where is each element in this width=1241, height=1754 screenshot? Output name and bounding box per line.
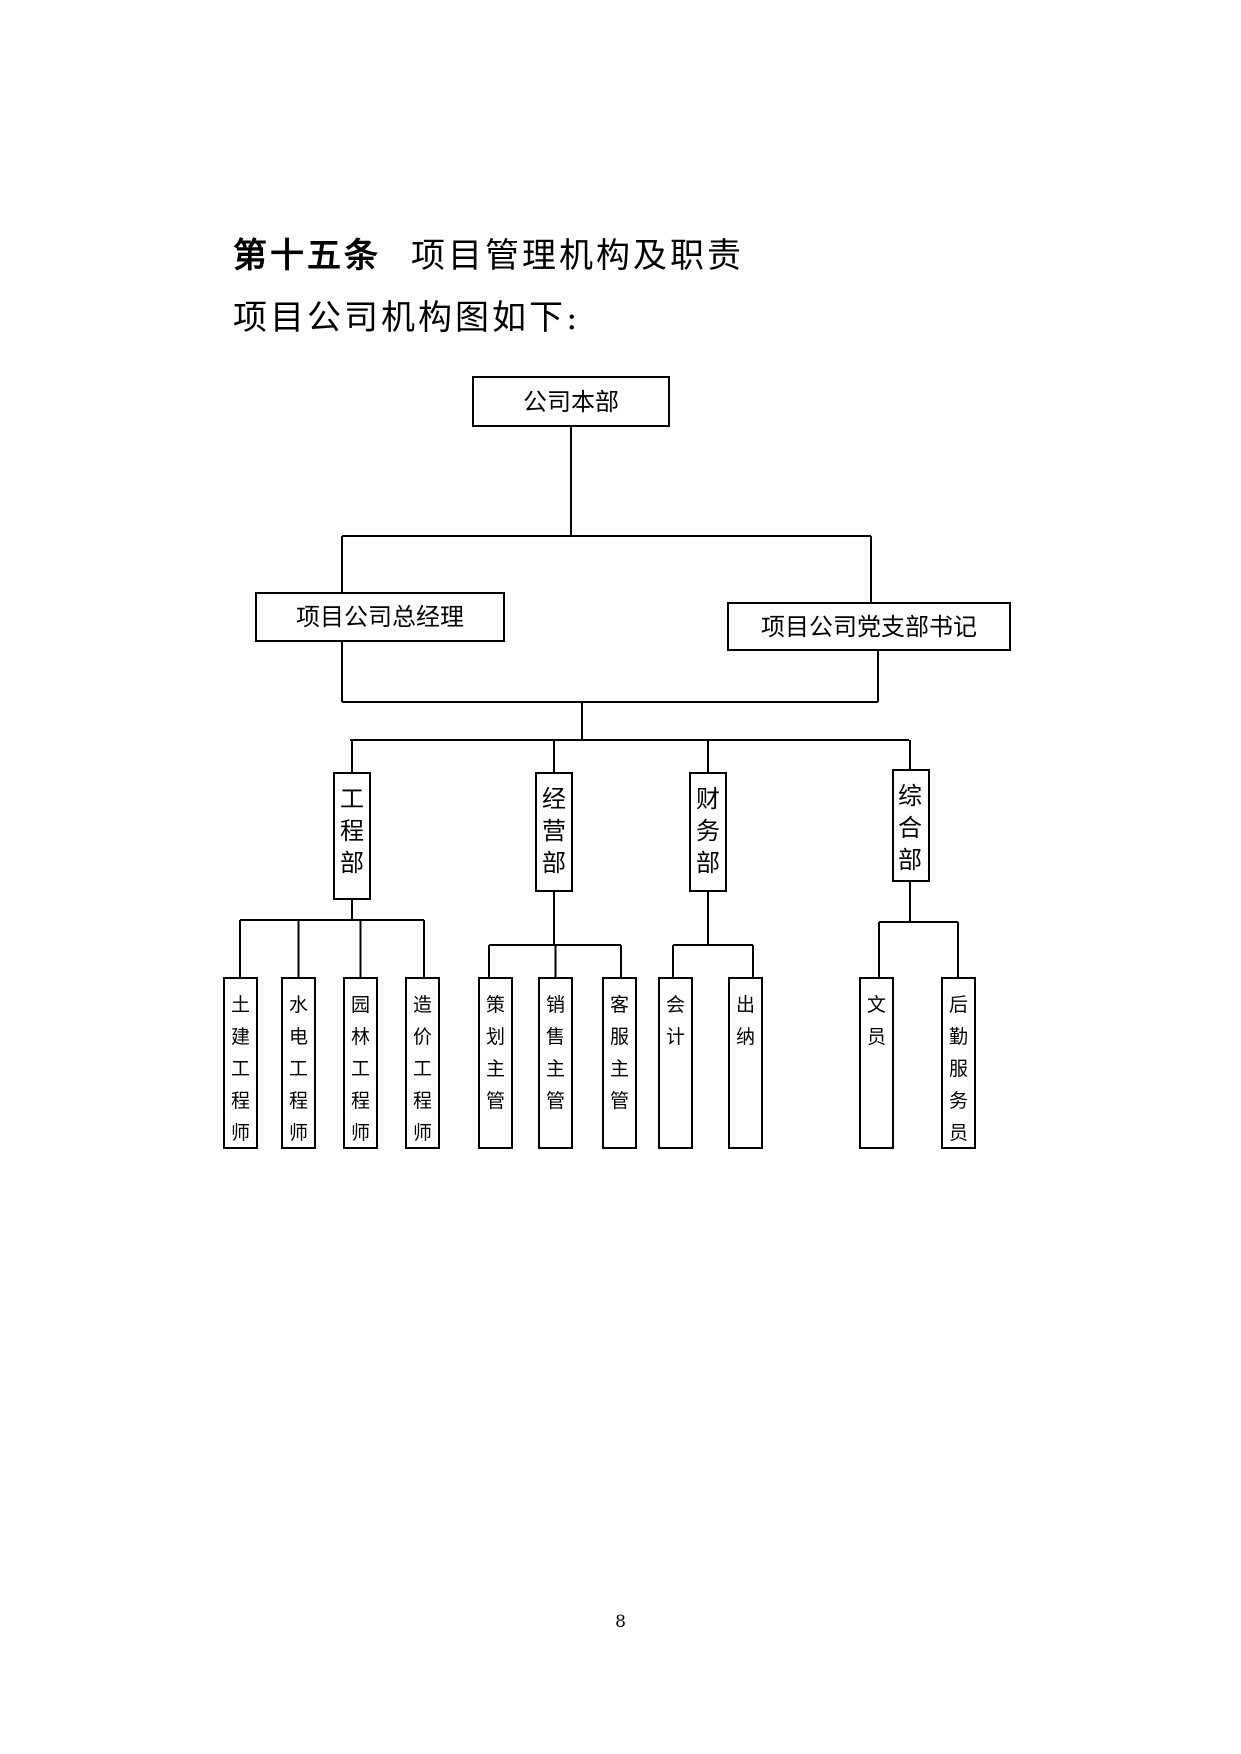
intro-text: 项目公司机构图如下:: [233, 298, 581, 338]
staff-label: 文员: [867, 994, 886, 1048]
department-label: 财务部: [696, 785, 720, 877]
staff-label: 水电工程师: [289, 994, 308, 1144]
staff-box: [602, 977, 637, 1149]
staff-label: 销售主管: [546, 994, 565, 1112]
department-box: [892, 769, 930, 882]
department-label: 综合部: [898, 782, 922, 874]
staff-box: [859, 977, 894, 1149]
party-label: 项目公司党支部书记: [761, 613, 977, 641]
staff-box: [281, 977, 316, 1149]
article-number: 第十五条: [233, 236, 381, 276]
page-number: 8: [615, 1612, 626, 1632]
root-box: [472, 376, 670, 427]
gm-box: [255, 592, 505, 642]
section-heading: 第十五条项目管理机构及职责: [233, 228, 744, 277]
staff-label: 会计: [666, 994, 685, 1048]
staff-box: [538, 977, 573, 1149]
staff-label: 后勤服务员: [949, 994, 968, 1144]
gm-label: 项目公司总经理: [296, 603, 464, 631]
staff-box: [658, 977, 693, 1149]
staff-box: [405, 977, 440, 1149]
root-label: 公司本部: [523, 388, 619, 416]
party-box: [727, 602, 1011, 651]
department-box: [333, 772, 371, 900]
staff-box: [343, 977, 378, 1149]
article-title: 项目管理机构及职责: [411, 236, 744, 276]
staff-label: 造价工程师: [413, 994, 432, 1144]
staff-label: 客服主管: [610, 994, 629, 1112]
staff-label: 策划主管: [486, 994, 505, 1112]
staff-box: [223, 977, 258, 1149]
department-box: [689, 772, 727, 892]
staff-label: 土建工程师: [231, 994, 250, 1144]
department-label: 工程部: [340, 785, 364, 877]
staff-box: [728, 977, 763, 1149]
staff-label: 出纳: [736, 994, 755, 1048]
staff-box: [478, 977, 513, 1149]
department-label: 经营部: [542, 785, 566, 877]
staff-label: 园林工程师: [351, 994, 370, 1144]
staff-box: [941, 977, 976, 1149]
